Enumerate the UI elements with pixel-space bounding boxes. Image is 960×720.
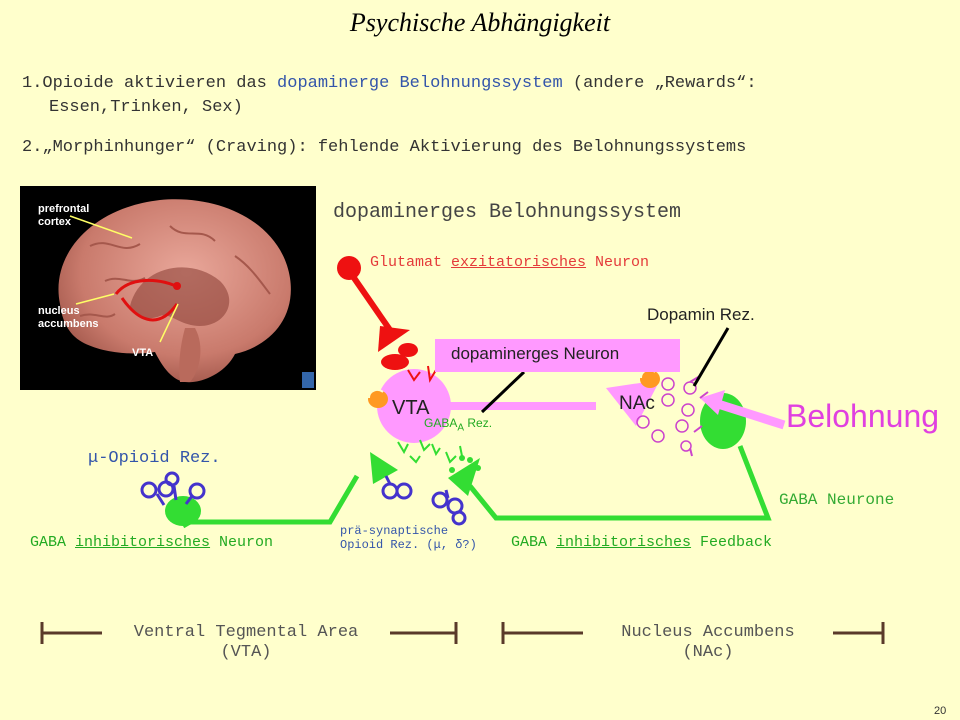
gaba-fb-text-underlined: inhibitorisches xyxy=(556,534,692,551)
gaba-inh-text-b: Neuron xyxy=(210,534,274,551)
point-2-number: 2. xyxy=(22,138,43,157)
point-1-text-a: Opioide aktivieren das xyxy=(42,74,278,93)
point-1: 1.Opioide aktivieren das dopaminerge Bel… xyxy=(22,72,757,96)
vta-label: VTA xyxy=(392,397,430,419)
point-1-text-b: (andere „Rewards“: xyxy=(562,74,757,93)
brain-label-prefrontal: prefrontal xyxy=(38,203,89,215)
brain-label-cortex: cortex xyxy=(38,216,72,228)
glutamat-text-a: Glutamat xyxy=(370,254,452,271)
gaba-inh-text-underlined: inhibitorisches xyxy=(75,534,211,551)
callout-lines xyxy=(480,327,730,414)
dopamin-rez-label: Dopamin Rez. xyxy=(647,305,755,324)
gaba-a-rez-subscript: A xyxy=(457,422,465,434)
axis-nac-label: Nucleus Accumbens (NAc) xyxy=(583,623,833,663)
brain-illustration: prefrontal cortex nucleus accumbens VTA xyxy=(38,199,314,388)
axis-nac-line-2: (NAc) xyxy=(682,643,734,662)
axis-vta-label: Ventral Tegmental Area (VTA) xyxy=(102,623,390,663)
brain-corner-logo xyxy=(302,372,314,388)
gaba-a-rez-suffix: Rez. xyxy=(464,416,493,430)
gaba-a-receptors xyxy=(397,439,481,473)
brain-label-vta: VTA xyxy=(132,347,153,359)
point-2-text: „Morphinhunger“ (Craving): fehlende Akti… xyxy=(42,138,747,157)
opioid-receptors-nac xyxy=(640,369,660,388)
axis-vta-line-2: (VTA) xyxy=(220,643,272,662)
axis-nac-line-1: Nucleus Accumbens xyxy=(621,623,795,642)
opioid-receptor-vta xyxy=(368,389,388,408)
point-1-highlight: dopaminerge Belohnungssystem xyxy=(277,74,563,93)
glutamate-neuron xyxy=(337,256,410,352)
gaba-fb-text-a: GABA xyxy=(511,534,557,551)
gaba-a-rez-label: GABAA Rez. xyxy=(424,416,492,433)
gaba-inh-text-a: GABA xyxy=(30,534,76,551)
point-2: 2.„Morphinhunger“ (Craving): fehlende Ak… xyxy=(22,136,746,160)
gaba-feedback-neuron xyxy=(448,393,772,521)
glutamat-text-underlined: exzitatorisches xyxy=(451,254,587,271)
gaba-neuron-left xyxy=(165,452,398,529)
presynaptic-opioid-receptors xyxy=(381,475,467,526)
glutamat-text-b: Neuron xyxy=(586,254,650,271)
axis-vta-line-1: Ventral Tegmental Area xyxy=(133,623,359,642)
page-title: Psychische Abhängigkeit xyxy=(349,8,611,37)
point-1-line-2: Essen,Trinken, Sex) xyxy=(49,98,243,117)
point-1-number: 1. xyxy=(22,74,43,93)
brain-image: prefrontal cortex nucleus accumbens VTA xyxy=(20,186,316,390)
mu-opioid-rez-label: μ-Opioid Rez. xyxy=(88,449,221,468)
gaba-neurone-label: GABA Neurone xyxy=(779,491,895,509)
page-number: 20 xyxy=(934,705,947,717)
gaba-feedback-label: GABA inhibitorisches Feedback xyxy=(511,534,772,551)
gaba-inhibitory-neuron-label: GABA inhibitorisches Neuron xyxy=(30,534,273,551)
dopaminerges-neuron-label: dopaminerges Neuron xyxy=(451,344,620,363)
prae-line-2: Opioid Rez. (μ, δ?) xyxy=(340,538,477,552)
brain-label-accumbens: accumbens xyxy=(38,318,99,330)
gaba-a-rez-prefix: GABA xyxy=(424,416,458,430)
glutamat-label: Glutamat exzitatorisches Neuron xyxy=(370,254,649,271)
dopamine-neuron xyxy=(377,369,660,443)
mu-opioid-receptors xyxy=(140,471,206,506)
dopamine-receptors xyxy=(636,375,709,457)
belohnung-arrow xyxy=(700,390,786,430)
diagram-title: dopaminerges Belohnungssystem xyxy=(333,201,682,224)
prae-line-1: prä-synaptische xyxy=(340,524,449,538)
nac-label: NAc xyxy=(619,393,655,414)
gaba-fb-text-b: Feedback xyxy=(691,534,773,551)
dopaminerges-neuron-box xyxy=(435,339,680,372)
belohnung-label: Belohnung xyxy=(786,398,940,434)
brain-label-nucleus: nucleus xyxy=(38,305,80,317)
